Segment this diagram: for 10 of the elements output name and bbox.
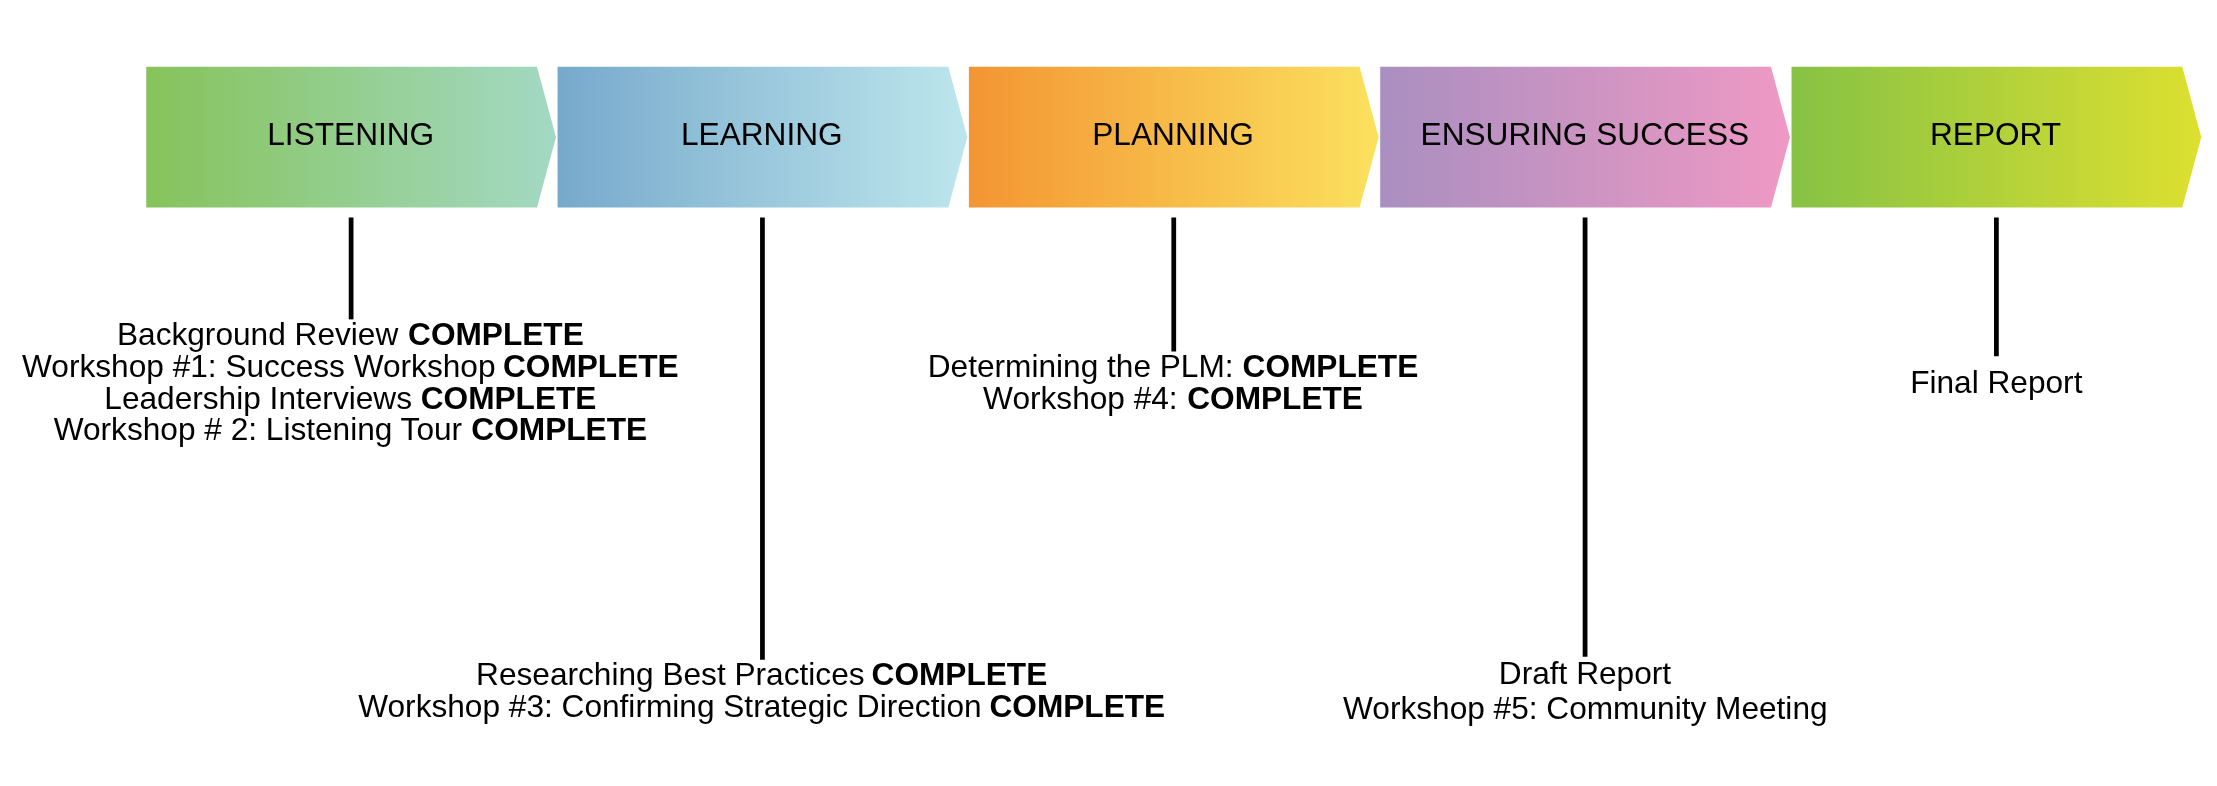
connector bbox=[760, 216, 765, 660]
connector bbox=[1171, 217, 1177, 351]
node-text: Draft Report Workshop #5: Community Meeting bbox=[1343, 654, 1828, 726]
connector bbox=[1994, 217, 1999, 356]
node-text: Researching Best Practices COMPLETE Workshop #3: Confirming Strategic Direction COMPLETE bbox=[358, 655, 1166, 724]
node-text: Final Report bbox=[1910, 363, 2083, 400]
connector bbox=[1582, 216, 1588, 657]
connector bbox=[348, 217, 354, 319]
node-text: Background Review COMPLETE Workshop #1: Success Workshop COMPLETE Leadership Interviews COMPLETE Workshop # 2: Listening Tour COMPLETE bbox=[22, 315, 679, 447]
node-text: Determining the PLM: COMPLETE Workshop #4: COMPLETE bbox=[927, 347, 1419, 416]
